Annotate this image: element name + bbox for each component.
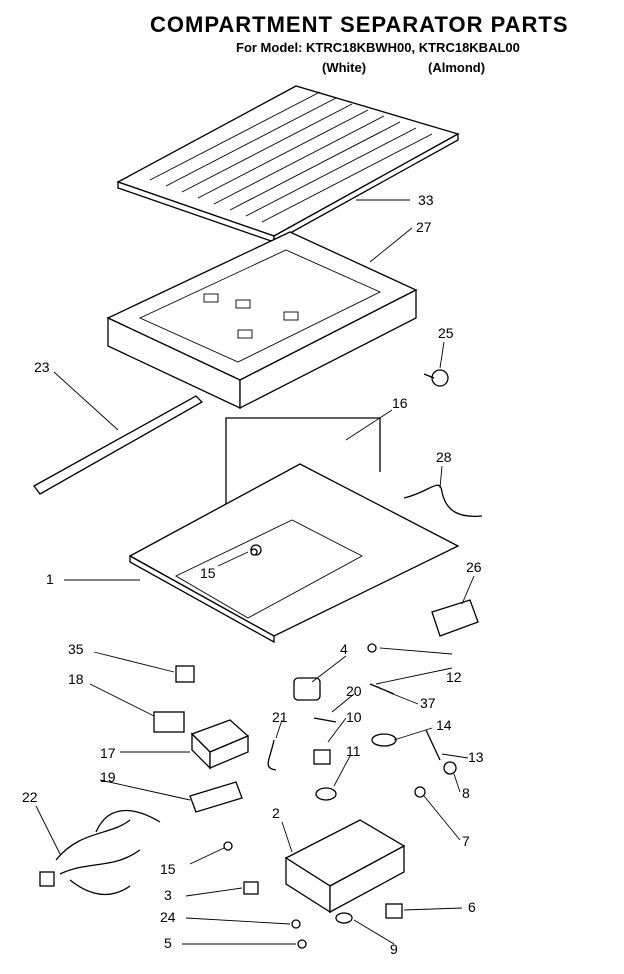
- part-22-wire-harness: [55, 809, 161, 896]
- part-35-clip: [175, 665, 195, 683]
- callout-21: 21: [272, 709, 288, 725]
- callout-37: 37: [420, 695, 436, 711]
- callout-26: 26: [466, 559, 482, 575]
- part-24-screw: [291, 919, 301, 929]
- callout-2: 2: [272, 805, 280, 821]
- part-27-frame: [106, 231, 418, 410]
- part-7-nut: [414, 786, 426, 798]
- part-12-screw: [367, 643, 377, 653]
- part-15-screw-lower: [223, 841, 233, 851]
- part-8-disc: [443, 761, 457, 775]
- part-22-connector: [39, 871, 55, 887]
- callout-4: 4: [340, 641, 348, 657]
- color-almond-label: (Almond): [428, 60, 486, 75]
- part-10-switch: [313, 749, 331, 765]
- part-19-bracket: [189, 781, 243, 813]
- callout-7: 7: [462, 833, 470, 849]
- part-21-tube: [267, 739, 277, 771]
- part-17-control: [190, 719, 250, 770]
- part-6-connector: [385, 903, 403, 919]
- callout-23: 23: [34, 359, 50, 375]
- page-title: COMPARTMENT SEPARATOR PARTS: [150, 12, 569, 37]
- part-14-gear: [371, 733, 397, 747]
- callout-labels: 33 27 25 23 16 28 1 15 26 35 4 12 18 20 …: [22, 192, 484, 957]
- callout-22: 22: [22, 789, 38, 805]
- callout-24: 24: [160, 909, 176, 925]
- part-13-rod: [425, 729, 441, 761]
- callout-15-lower: 15: [160, 861, 176, 877]
- callout-18: 18: [68, 671, 84, 687]
- part-25-fastener: [423, 369, 449, 387]
- part-5-screw: [297, 939, 307, 949]
- callout-19: 19: [100, 769, 116, 785]
- part-16-wire: [225, 417, 381, 506]
- part-9-foot: [335, 912, 353, 924]
- callout-16: 16: [392, 395, 408, 411]
- part-3-insert: [243, 881, 259, 895]
- part-1-separator-panel: [128, 463, 460, 644]
- part-33-shelf-grille: [116, 85, 460, 244]
- part-20-link: [313, 717, 337, 723]
- callout-13: 13: [468, 749, 484, 765]
- callout-8: 8: [462, 785, 470, 801]
- part-2-base-housing: [284, 819, 406, 914]
- callout-35: 35: [68, 641, 84, 657]
- callout-10: 10: [346, 709, 362, 725]
- callout-5: 5: [164, 935, 172, 951]
- leader-lines: [35, 199, 475, 945]
- callout-6: 6: [468, 899, 476, 915]
- part-23-strip: [33, 395, 204, 495]
- callout-15-upper: 15: [200, 565, 216, 581]
- callout-3: 3: [164, 887, 172, 903]
- callout-9: 9: [390, 941, 398, 957]
- part-26-cover: [431, 599, 479, 637]
- callout-12: 12: [446, 669, 462, 685]
- callout-14: 14: [436, 717, 452, 733]
- part-28-cord: [403, 484, 483, 518]
- callout-27: 27: [416, 219, 432, 235]
- part-15-screw-upper: [250, 548, 258, 556]
- part-18-bezel: [153, 711, 185, 733]
- model-line: For Model: KTRC18KBWH00, KTRC18KBAL00: [236, 40, 520, 55]
- callout-33: 33: [418, 192, 434, 208]
- callout-1: 1: [46, 571, 54, 587]
- callout-20: 20: [346, 683, 362, 699]
- part-4-damper: [293, 677, 321, 701]
- callout-25: 25: [438, 325, 454, 341]
- callout-11: 11: [346, 743, 361, 759]
- part-11-knob: [315, 787, 337, 801]
- color-white-label: (White): [322, 60, 367, 75]
- callout-17: 17: [100, 745, 116, 761]
- callout-28: 28: [436, 449, 452, 465]
